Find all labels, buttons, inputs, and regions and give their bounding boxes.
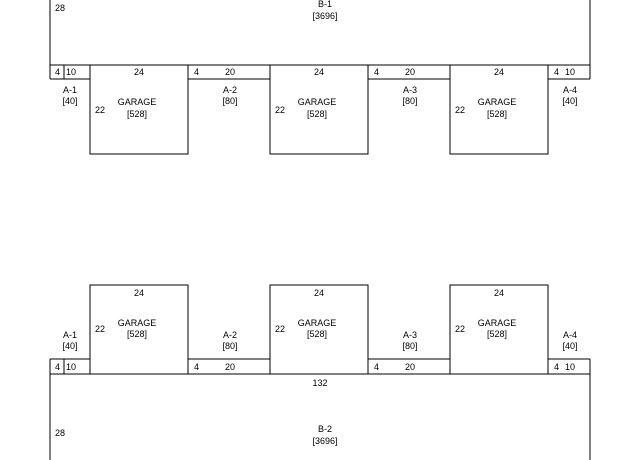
top-garage-depth: 22	[275, 105, 285, 115]
bottom-dim: 10	[565, 362, 575, 372]
top-unit-name: A-3	[403, 85, 417, 95]
b2-width-label: 132	[312, 378, 327, 388]
bottom-garage-width: 24	[314, 288, 324, 298]
b2-area: [3696]	[312, 436, 337, 446]
top-garage-label: GARAGE	[118, 97, 157, 107]
top-dim: 24	[314, 67, 324, 77]
bottom-unit-area: [40]	[562, 341, 577, 351]
bottom-garage-area: [528]	[307, 329, 327, 339]
bottom-unit-name: A-2	[223, 330, 237, 340]
b1-depth-label: 28	[55, 3, 65, 13]
top-garage-label: GARAGE	[298, 97, 337, 107]
top-dim: 20	[225, 67, 235, 77]
top-unit-area: [40]	[562, 96, 577, 106]
top-dim: 20	[405, 67, 415, 77]
b1-name: B-1	[318, 0, 332, 9]
bottom-garage-area: [528]	[487, 329, 507, 339]
top-dim: 4	[554, 67, 559, 77]
top-dim: 10	[66, 67, 76, 77]
b2-outline	[49, 373, 591, 460]
bottom-unit-area: [40]	[62, 341, 77, 351]
bottom-garage-label: GARAGE	[478, 318, 517, 328]
top-garage-area: [528]	[127, 109, 147, 119]
top-unit-name: A-2	[223, 85, 237, 95]
bottom-garage-depth: 22	[455, 324, 465, 334]
top-unit-name: A-4	[563, 85, 577, 95]
top-garage-1	[89, 64, 189, 155]
bottom-garage-label: GARAGE	[118, 318, 157, 328]
b2-name: B-2	[318, 424, 332, 434]
bottom-unit-name: A-4	[563, 330, 577, 340]
bottom-dim: 20	[405, 362, 415, 372]
bottom-dim: 20	[225, 362, 235, 372]
bottom-building: 24 22 GARAGE [528] 24 22 GARAGE [528] 24…	[49, 284, 591, 460]
top-unit-area: [40]	[62, 96, 77, 106]
top-garage-2	[269, 64, 369, 155]
bottom-dim: 4	[554, 362, 559, 372]
top-unit-area: [80]	[402, 96, 417, 106]
top-garage-3	[449, 64, 549, 155]
bottom-unit-area: [80]	[402, 341, 417, 351]
top-dim: 4	[55, 67, 60, 77]
top-dim: 24	[134, 67, 144, 77]
top-dim: 24	[494, 67, 504, 77]
top-garage-depth: 22	[95, 105, 105, 115]
top-garage-label: GARAGE	[478, 97, 517, 107]
bottom-garage-depth: 22	[275, 324, 285, 334]
bottom-dim: 10	[66, 362, 76, 372]
top-dim: 10	[565, 67, 575, 77]
bottom-unit-area: [80]	[222, 341, 237, 351]
bottom-dim: 4	[55, 362, 60, 372]
bottom-unit-name: A-3	[403, 330, 417, 340]
top-garage-area: [528]	[307, 109, 327, 119]
b1-area: [3696]	[312, 11, 337, 21]
top-unit-name: A-1	[63, 85, 77, 95]
bottom-dim: 4	[374, 362, 379, 372]
bottom-garage-label: GARAGE	[298, 318, 337, 328]
top-garage-area: [528]	[487, 109, 507, 119]
bottom-garage-width: 24	[494, 288, 504, 298]
bottom-dim: 4	[194, 362, 199, 372]
bottom-garage-width: 24	[134, 288, 144, 298]
top-building: 28 B-1 [3696] 4 10 24 4 20 24 4 20 24 4 …	[49, 0, 591, 155]
top-unit-area: [80]	[222, 96, 237, 106]
top-dim: 4	[194, 67, 199, 77]
bottom-garage-depth: 22	[95, 324, 105, 334]
bottom-unit-name: A-1	[63, 330, 77, 340]
b1-outline	[49, 0, 591, 66]
top-garage-depth: 22	[455, 105, 465, 115]
bottom-garage-area: [528]	[127, 329, 147, 339]
b2-depth-label: 28	[55, 428, 65, 438]
top-dim: 4	[374, 67, 379, 77]
